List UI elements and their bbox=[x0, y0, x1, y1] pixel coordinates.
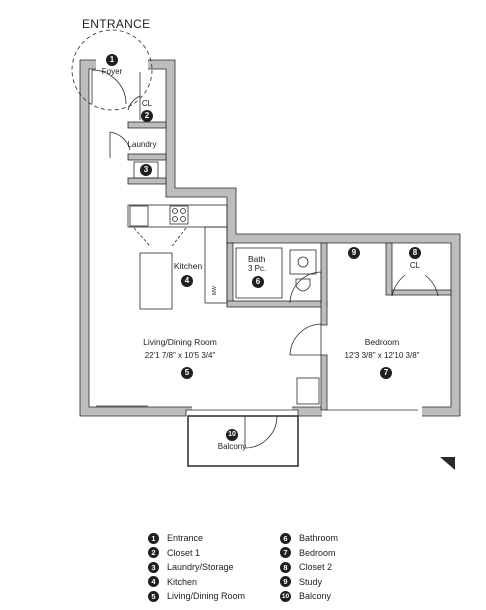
legend-marker: 2 bbox=[148, 547, 159, 559]
legend-item: 9 Study bbox=[280, 575, 338, 590]
balcony-outline bbox=[187, 415, 299, 467]
kitchen-counter bbox=[127, 204, 228, 228]
legend-label: Bedroom bbox=[299, 547, 336, 558]
legend-marker: 5 bbox=[148, 590, 159, 602]
label-kitchen: Kitchen bbox=[173, 261, 203, 271]
bedroom-door bbox=[289, 323, 322, 356]
marker-study: 9 bbox=[348, 247, 360, 259]
label-foyer: Foyer bbox=[101, 67, 123, 76]
marker-bath: 6 bbox=[252, 276, 264, 288]
legend-item: 4 Kitchen bbox=[148, 575, 245, 590]
kitchen-island bbox=[139, 252, 173, 310]
legend-marker: 4 bbox=[148, 576, 159, 588]
marker-closet1: 2 bbox=[141, 110, 153, 122]
marker-laundry: 3 bbox=[140, 164, 152, 176]
legend-marker: 6 bbox=[280, 532, 291, 544]
legend-item: 5 Living/Dining Room bbox=[148, 589, 245, 604]
legend-item: 3 Laundry/Storage bbox=[148, 560, 245, 575]
label-bath: Bath bbox=[248, 254, 266, 264]
marker-bedroom: 7 bbox=[380, 367, 392, 379]
legend-item: 1 Entrance bbox=[148, 531, 245, 546]
marker-closet2: 8 bbox=[409, 247, 421, 259]
legend-item: 7 Bedroom bbox=[280, 546, 338, 561]
floor-plan bbox=[71, 29, 461, 470]
bath-vanity bbox=[289, 249, 317, 275]
label-balcony: Balcony bbox=[217, 442, 247, 451]
label-bedroom-dimensions: 12'3 3/8" x 12'10 3/8" bbox=[344, 351, 420, 360]
legend-column-2: 6 Bathroom 7 Bedroom 8 Closet 2 9 Study 10 Ba… bbox=[280, 531, 338, 604]
legend-label: Balcony bbox=[299, 591, 332, 602]
label-living-dimensions: 22'1 7/8" x 10'5 3/4" bbox=[144, 351, 216, 360]
marker-kitchen: 4 bbox=[181, 275, 193, 287]
bedroom-wardrobe bbox=[296, 377, 320, 405]
entrance-highlight-circle bbox=[71, 29, 153, 111]
label-closet2: CL bbox=[409, 261, 421, 270]
label-living: Living/Dining Room bbox=[143, 337, 217, 347]
wall-openings bbox=[96, 59, 422, 417]
bathtub bbox=[235, 247, 283, 299]
legend-label: Closet 1 bbox=[167, 547, 201, 558]
legend-marker: 8 bbox=[280, 561, 291, 573]
legend-label: Closet 2 bbox=[299, 562, 333, 573]
laundry-door bbox=[109, 131, 131, 158]
kitchen-counter-side bbox=[204, 226, 228, 304]
legend-item: 10 Balcony bbox=[280, 589, 338, 604]
label-bath-type: 3 Pc. bbox=[248, 264, 267, 273]
label-bedroom: Bedroom bbox=[364, 337, 400, 347]
label-laundry: Laundry bbox=[127, 140, 157, 149]
legend-marker: 10 bbox=[280, 590, 291, 602]
legend-column-1: 1 Entrance 2 Closet 1 3 Laundry/Storage 4 Ki… bbox=[148, 531, 245, 604]
bath-door bbox=[289, 271, 322, 304]
legend-item: 6 Bathroom bbox=[280, 531, 338, 546]
legend-label: Study bbox=[299, 576, 323, 587]
legend-marker: 7 bbox=[280, 547, 291, 559]
legend-label: Bathroom bbox=[299, 533, 339, 544]
laundry-appliance bbox=[133, 161, 159, 179]
marker-living: 5 bbox=[181, 367, 193, 379]
balcony-door bbox=[244, 415, 278, 449]
closet1-door bbox=[127, 72, 141, 120]
legend-label: Entrance bbox=[167, 533, 204, 544]
marker-balcony: 10 bbox=[226, 429, 238, 441]
legend-marker: 1 bbox=[148, 532, 159, 544]
legend-marker: 9 bbox=[280, 576, 291, 588]
legend-marker: 3 bbox=[148, 561, 159, 573]
stove bbox=[169, 205, 189, 225]
legend-item: 8 Closet 2 bbox=[280, 560, 338, 575]
legend-label: Laundry/Storage bbox=[167, 562, 234, 573]
entry-door bbox=[91, 69, 127, 105]
study-opening bbox=[391, 274, 439, 297]
label-closet1: CL bbox=[141, 99, 153, 108]
legend-label: Kitchen bbox=[167, 576, 198, 587]
toilet bbox=[295, 278, 311, 292]
entrance-heading: ENTRANCE bbox=[82, 17, 151, 31]
fridge bbox=[129, 205, 149, 227]
north-arrow-icon bbox=[440, 457, 455, 470]
legend-item: 2 Closet 1 bbox=[148, 546, 245, 561]
windows bbox=[96, 405, 418, 411]
legend-label: Living/Dining Room bbox=[167, 591, 246, 602]
marker-entrance: 1 bbox=[106, 54, 118, 66]
exterior-walls bbox=[79, 59, 461, 417]
label-microwave: MW bbox=[211, 286, 218, 295]
